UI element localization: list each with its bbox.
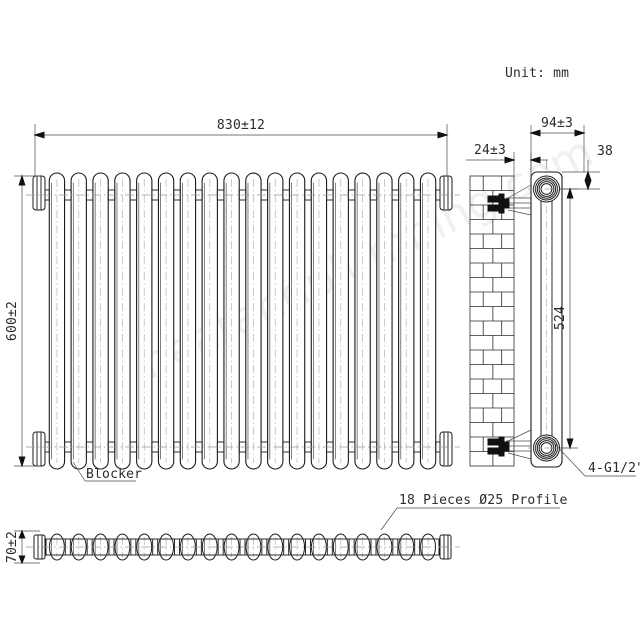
front-left-endcap <box>32 175 46 467</box>
callout-blocker-label: Blocker <box>86 467 142 482</box>
side-port-top <box>528 175 566 203</box>
dim-top-offset-label: 38 <box>597 144 613 159</box>
dim-front-width-label: 830±12 <box>217 118 265 133</box>
dim-front-height-label: 600±2 <box>5 301 20 341</box>
front-view <box>26 172 460 470</box>
dim-plan-depth: 70±2 <box>5 529 40 565</box>
dim-top-offset: 38 <box>560 144 613 191</box>
callout-profile-label: 18 Pieces Ø25 Profile <box>399 493 568 508</box>
side-view <box>469 160 566 468</box>
side-port-bottom <box>528 434 566 462</box>
wall-bracket-bottom <box>487 429 532 460</box>
dim-wall-gap: 24±3 <box>466 143 548 176</box>
front-column-group <box>48 172 437 470</box>
unit-note: Unit: mm <box>505 66 569 81</box>
wall-bracket-top <box>487 184 532 216</box>
callout-blocker: Blocker <box>72 461 142 482</box>
dim-wall-gap-label: 24±3 <box>474 143 506 158</box>
plan-view <box>26 533 460 561</box>
callout-thread: 4-G1/2" <box>551 440 640 477</box>
dim-side-depth-label: 94±3 <box>541 116 573 131</box>
dim-plan-depth-label: 70±2 <box>5 531 20 563</box>
dim-port-spacing: 524 <box>553 187 578 450</box>
dim-port-spacing-label: 524 <box>553 306 568 330</box>
front-right-endcap <box>439 175 453 467</box>
callout-profile: 18 Pieces Ø25 Profile <box>380 493 568 531</box>
brick-wall <box>469 175 515 467</box>
dim-front-width: 830±12 <box>33 118 449 176</box>
dim-front-height: 600±2 <box>5 174 40 468</box>
callout-thread-label: 4-G1/2" <box>588 461 640 476</box>
dim-side-depth: 94±3 <box>529 116 586 172</box>
